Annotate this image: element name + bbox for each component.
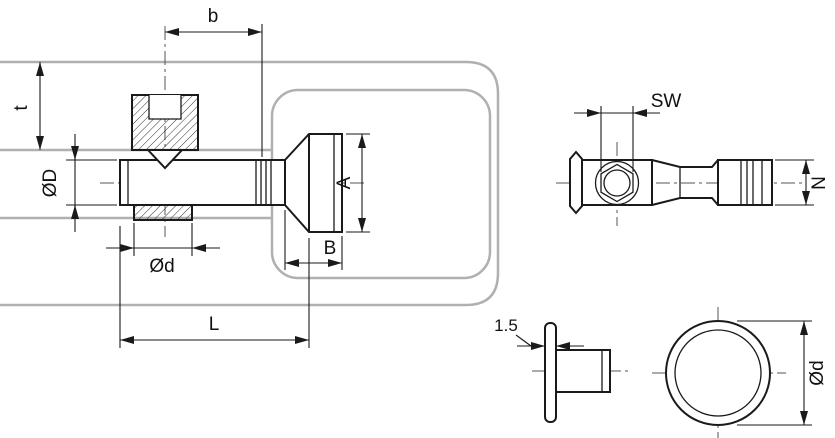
dim-dia-D: ØD [40,134,117,232]
dim-dia-d-detail: Ød [737,320,828,426]
flange-section [133,204,193,221]
dim-label-N: N [809,176,830,190]
neck-contour-bottom [651,197,719,206]
flange-side-view [544,322,611,423]
dim-L: L [119,226,310,348]
dim-label-A: A [334,176,355,189]
dim-t: t [11,62,44,150]
flange-outer-circle [665,320,771,426]
set-screw-cone-tip [145,149,185,170]
dim-thickness: 1.5 [494,316,584,350]
neck-contour-top [651,159,719,168]
shaft-body [119,159,286,206]
flange-edge-top-view [569,150,583,215]
head-grooves-top-view [740,160,763,205]
profile-outer-contour [0,60,500,307]
dim-label-b: b [208,6,219,27]
flange-disk-edge [544,322,557,423]
dim-dia-d-main: Ød [106,223,220,277]
dim-SW: SW [574,91,681,172]
dim-label-thickness: 1.5 [494,316,518,335]
shaft-grooves [255,160,272,205]
dim-label-L: L [209,314,220,335]
set-screw-socket [148,95,182,120]
main-view-part [119,94,343,233]
dim-A: A [334,133,370,233]
dim-label-SW: SW [651,91,682,112]
head-top-view [717,159,773,206]
dimensions: b t ØD Ød A [11,6,830,426]
dim-N: N [775,159,830,206]
flange-inner-circle [674,329,762,417]
hex-socket-inner-circle [603,169,631,197]
dim-b: b [165,6,263,157]
dim-label-dia-d-detail: Ød [807,360,828,385]
hex-socket [600,163,634,203]
dim-label-B: B [324,238,337,259]
dim-B: B [284,210,343,270]
dim-label-dia-d-main: Ød [149,256,174,277]
top-view-part [569,150,773,215]
dim-label-t: t [11,105,32,111]
dim-thickness-leader [515,334,532,347]
flange-stem [555,349,611,393]
flange-front-view [665,320,771,426]
dim-label-dia-D: ØD [40,169,61,198]
